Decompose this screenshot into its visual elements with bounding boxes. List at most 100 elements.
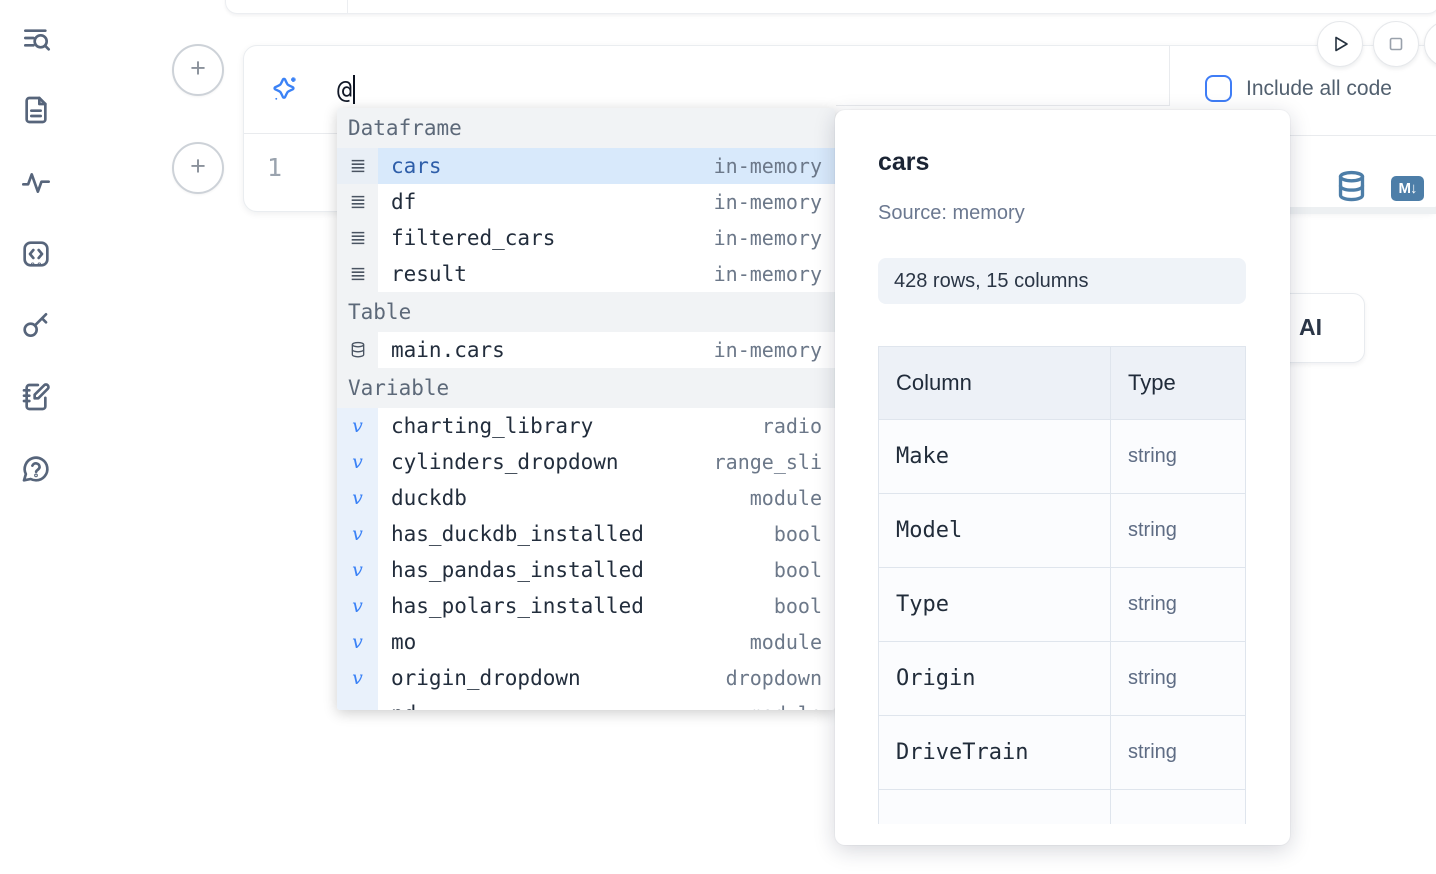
schema-row: DriveTrain string [879,715,1245,789]
stop-button[interactable] [1373,21,1419,67]
include-all-code-checkbox[interactable] [1205,75,1232,102]
run-cell-button[interactable] [1317,21,1363,67]
file-text-icon[interactable] [20,94,52,126]
autocomplete-item-type: in-memory [713,154,822,178]
variable-icon: v [337,516,378,552]
autocomplete-item-type: module [749,630,822,654]
variable-icon: v [337,660,378,696]
column-name: Origin [896,666,976,691]
schema-row: Type string [879,567,1245,641]
schema-row: Origin string [879,641,1245,715]
autocomplete-item-type: bool [773,558,822,582]
autocomplete-section-header: Table [337,292,835,332]
autocomplete-item-name: df [391,190,417,214]
column-name: Model [896,518,963,543]
schema-row [879,789,1245,824]
autocomplete-item-name: pd [391,702,416,710]
database-icon[interactable] [1336,169,1367,205]
dataframe-icon [337,256,378,292]
autocomplete-item-name: duckdb [391,486,467,510]
autocomplete-item-type: dropdown [725,666,822,690]
autocomplete-item-name: has_duckdb_installed [391,522,644,546]
schema-row: Model string [879,493,1245,567]
table-icon [337,332,378,368]
ai-sparkles-icon [268,74,300,106]
variable-icon: v [337,588,378,624]
dataframe-icon [337,148,378,184]
divider [244,133,339,134]
autocomplete-section-header: Variable [337,368,835,408]
divider [836,105,1169,106]
notebook-pen-icon[interactable] [20,381,52,413]
add-cell-button[interactable]: + [172,44,224,96]
dataframe-icon [337,184,378,220]
preview-shape-badge: 428 rows, 15 columns [878,258,1246,304]
key-icon[interactable] [20,309,52,341]
column-type: string [1128,667,1177,689]
autocomplete-item-name: result [391,262,467,286]
dataframe-icon [337,220,378,256]
line-number: 1 [267,153,283,182]
autocomplete-item-name: has_polars_installed [391,594,644,618]
autocomplete-item[interactable]: v charting_library radio [337,408,835,444]
dataframe-preview-popover: cars Source: memory 428 rows, 15 columns… [835,110,1290,845]
autocomplete-item[interactable]: cars in-memory [337,148,835,184]
gutter-divider [347,0,348,13]
add-cell-button[interactable]: + [172,142,224,194]
stop-icon [1389,37,1403,51]
autocomplete-item[interactable]: v origin_dropdown dropdown [337,660,835,696]
autocomplete-item[interactable]: v has_polars_installed bool [337,588,835,624]
text-caret [353,74,356,104]
help-circle-icon[interactable] [20,453,52,485]
markdown-export-icon[interactable]: M↓ [1391,176,1424,201]
column-name: Type [896,592,949,617]
column-name: DriveTrain [896,740,1029,765]
column-name: Make [896,444,949,469]
column-type: string [1128,741,1177,763]
autocomplete-item-name: main.cars [391,338,505,362]
previous-cell-edge [225,0,1436,14]
schema-header-cell: Column [879,347,1111,419]
autocomplete-item-type: module [749,486,822,510]
autocomplete-item[interactable]: v has_duckdb_installed bool [337,516,835,552]
autocomplete-item[interactable]: filtered_cars in-memory [337,220,835,256]
list-search-icon[interactable] [20,24,52,56]
ai-prompt-input[interactable]: @ [337,72,356,106]
autocomplete-item-name: origin_dropdown [391,666,581,690]
column-type: string [1128,519,1177,541]
ai-button-label: AI [1299,314,1322,340]
variable-icon: v [337,696,378,710]
code-block-icon[interactable] [20,238,52,270]
divider [1169,46,1170,106]
variable-icon: v [337,552,378,588]
cell-bottom-band [1290,207,1436,214]
activity-icon[interactable] [20,167,52,199]
column-type: string [1128,445,1177,467]
autocomplete-item-type: bool [773,594,822,618]
autocomplete-item-name: cars [391,154,442,178]
sidebar [0,0,72,874]
autocomplete-section-header: Dataframe [337,108,835,148]
divider [1169,135,1436,136]
variable-icon: v [337,408,378,444]
autocomplete-item[interactable]: vpdmodule [337,696,835,710]
autocomplete-item-name: charting_library [391,414,594,438]
autocomplete-item-type: in-memory [713,226,822,250]
column-type: string [1128,593,1177,615]
include-all-code-label: Include all code [1246,77,1392,100]
schema-row: Make string [879,419,1245,493]
autocomplete-item-name: filtered_cars [391,226,556,250]
autocomplete-item-type: bool [773,522,822,546]
variable-icon: v [337,444,378,480]
variable-icon: v [337,480,378,516]
autocomplete-item-type: radio [761,414,822,438]
